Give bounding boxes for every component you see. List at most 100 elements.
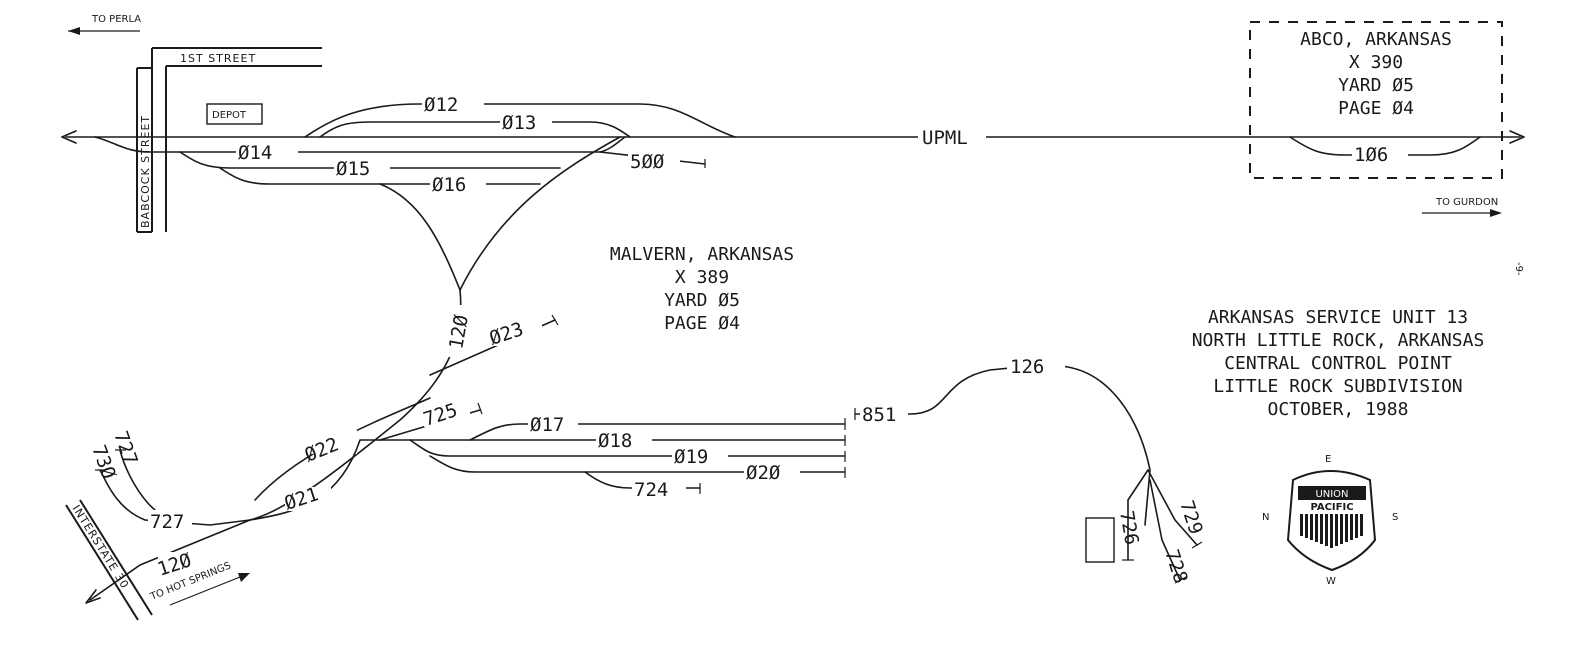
track-014: Ø14 xyxy=(94,136,626,164)
track-018-label: Ø18 xyxy=(598,430,632,452)
track-725: 725 xyxy=(379,399,483,441)
service-unit-line3: CENTRAL CONTROL POINT xyxy=(1224,353,1452,374)
service-unit-line5: OCTOBER, 1988 xyxy=(1268,399,1409,420)
track-012: Ø12 xyxy=(304,93,736,138)
malvern-line4: PAGE Ø4 xyxy=(664,313,740,334)
service-unit-block: ARKANSAS SERVICE UNIT 13 NORTH LITTLE RO… xyxy=(1192,307,1485,420)
main-line-label: UPML xyxy=(922,127,968,149)
malvern-block: MALVERN, ARKANSAS X 389 YARD Ø5 PAGE Ø4 xyxy=(610,244,794,334)
logo-line1: UNION xyxy=(1315,489,1348,500)
shield-stripe xyxy=(1305,514,1308,538)
track-724-label: 724 xyxy=(634,479,668,501)
track-500: 5ØØ xyxy=(599,150,706,173)
direction-to-perla: TO PERLA xyxy=(68,14,141,35)
shield-stripe xyxy=(1325,514,1328,546)
track-728-label: 728 xyxy=(1160,547,1192,586)
track-727-label: 727 xyxy=(150,511,184,533)
track-851: 851 xyxy=(854,365,1031,426)
track-851-label: 851 xyxy=(862,404,896,426)
track-019: Ø19 xyxy=(409,439,846,468)
shield-stripe xyxy=(1315,514,1318,542)
abco-box: ABCO, ARKANSAS X 390 YARD Ø5 PAGE Ø4 xyxy=(1249,21,1503,179)
main-line-west-arrow-icon xyxy=(61,130,77,144)
to-hot-springs-arrow-shaft xyxy=(169,574,246,606)
track-120-upper: 12Ø xyxy=(445,305,473,357)
shield-stripe xyxy=(1360,514,1363,536)
track-020-label: Ø2Ø xyxy=(746,462,781,484)
babcock-street-label: BABCOCK STREET xyxy=(139,115,152,228)
depot: DEPOT xyxy=(206,103,263,125)
babcock-street: BABCOCK STREET xyxy=(136,67,152,233)
track-106: 1Ø6 xyxy=(1289,136,1481,167)
abco-line3: YARD Ø5 xyxy=(1338,75,1414,96)
to-gurdon-label: TO GURDON xyxy=(1435,197,1498,208)
main-line: UPML xyxy=(61,125,1525,149)
shield-stripes xyxy=(1300,514,1363,548)
track-015-label: Ø15 xyxy=(336,158,370,180)
compass-n: N xyxy=(1262,512,1269,523)
track-013: Ø13 xyxy=(319,111,631,138)
track-018: Ø18 xyxy=(379,429,846,452)
track-729-label: 729 xyxy=(1175,498,1207,537)
first-street-label: 1ST STREET xyxy=(180,52,256,65)
track-019-label: Ø19 xyxy=(674,446,708,468)
track-726: 726 xyxy=(1115,469,1149,561)
page-mark: -9- xyxy=(1513,262,1524,276)
track-120-upper-label: 12Ø xyxy=(445,313,473,351)
depot-label: DEPOT xyxy=(212,110,247,121)
track-126-label: 126 xyxy=(1010,356,1044,378)
abco-line4: PAGE Ø4 xyxy=(1338,98,1414,119)
track-500-label: 5ØØ xyxy=(630,151,665,173)
service-unit-line1: ARKANSAS SERVICE UNIT 13 xyxy=(1208,307,1468,328)
compass: E N S W xyxy=(1262,454,1398,587)
building-outline xyxy=(1085,517,1115,563)
track-727: 727 xyxy=(148,510,192,533)
shield-stripe xyxy=(1335,514,1338,546)
shield-stripe xyxy=(1320,514,1323,544)
shield-stripe xyxy=(1300,514,1303,536)
track-013-label: Ø13 xyxy=(502,112,536,134)
abco-line2: X 390 xyxy=(1349,52,1403,73)
track-015: Ø15 xyxy=(179,151,561,180)
track-126: 126 xyxy=(1007,354,1151,526)
abco-line1: ABCO, ARKANSAS xyxy=(1300,29,1452,50)
track-016-label: Ø16 xyxy=(432,174,466,196)
service-unit-line2: NORTH LITTLE ROCK, ARKANSAS xyxy=(1192,330,1485,351)
shield-stripe xyxy=(1340,514,1343,544)
track-017: Ø17 xyxy=(469,413,846,441)
interstate-label: INTERSTATE 30 xyxy=(69,503,131,592)
track-724: 724 xyxy=(584,471,701,501)
first-street: 1ST STREET xyxy=(151,47,322,232)
track-120-lower: 12Ø xyxy=(155,549,210,581)
shield-stripe xyxy=(1310,514,1313,540)
shield-stripe xyxy=(1350,514,1353,540)
to-hot-springs-arrow-icon xyxy=(238,573,250,582)
track-120-west-arrow-icon xyxy=(85,589,101,604)
to-gurdon-arrow-icon xyxy=(1490,209,1502,217)
compass-e: E xyxy=(1325,454,1331,465)
shield-stripe xyxy=(1330,514,1333,548)
track-012-label: Ø12 xyxy=(424,94,458,116)
malvern-line1: MALVERN, ARKANSAS xyxy=(610,244,794,265)
track-729: 729 728 xyxy=(1147,469,1207,586)
track-021: Ø21 xyxy=(249,439,381,521)
track-106-label: 1Ø6 xyxy=(1354,144,1388,166)
to-perla-arrow-icon xyxy=(68,27,80,35)
track-017-label: Ø17 xyxy=(530,414,564,436)
union-pacific-shield-icon: UNION PACIFIC xyxy=(1286,470,1377,572)
direction-to-gurdon: TO GURDON xyxy=(1422,197,1502,217)
track-016: Ø16 xyxy=(219,167,541,196)
compass-s: S xyxy=(1392,512,1398,523)
malvern-line3: YARD Ø5 xyxy=(664,290,740,311)
shield-stripe xyxy=(1345,514,1348,542)
service-unit-line4: LITTLE ROCK SUBDIVISION xyxy=(1213,376,1462,397)
to-perla-label: TO PERLA xyxy=(91,14,141,25)
compass-w: W xyxy=(1326,576,1336,587)
track-022: Ø22 xyxy=(254,397,431,501)
track-726-label: 726 xyxy=(1115,509,1143,547)
logo-line2: PACIFIC xyxy=(1310,502,1353,513)
track-020: Ø2Ø xyxy=(429,455,846,484)
lower-left-tracks xyxy=(85,449,251,604)
main-line-east-arrow-icon xyxy=(1509,130,1525,144)
